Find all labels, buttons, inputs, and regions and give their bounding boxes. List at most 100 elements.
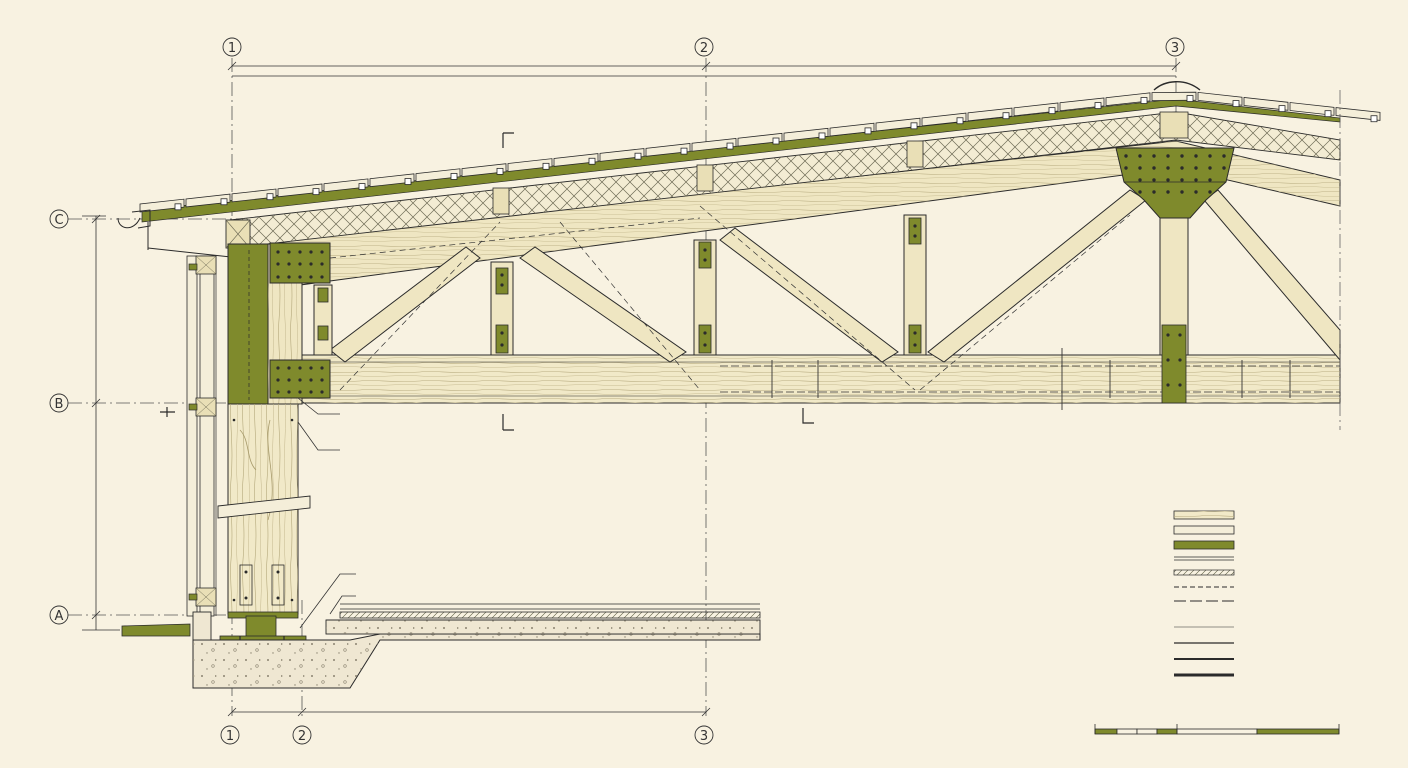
gusset-bolt bbox=[1138, 166, 1142, 170]
gusset-bolt bbox=[1124, 166, 1128, 170]
plate-bolt bbox=[309, 366, 313, 370]
tile-clip bbox=[496, 167, 504, 175]
tile-clip bbox=[818, 132, 826, 140]
roof-tile bbox=[645, 143, 691, 157]
tile-clip bbox=[726, 142, 734, 150]
grid-bubble-top-1: 1 bbox=[222, 37, 242, 57]
bottom-dimension-line bbox=[227, 707, 711, 717]
roof-tile bbox=[737, 132, 783, 147]
tile-clip bbox=[1370, 115, 1378, 123]
tile-clip bbox=[358, 183, 366, 190]
gusset-bolt bbox=[1138, 190, 1142, 194]
exterior-step bbox=[121, 623, 191, 637]
tile-clip bbox=[910, 122, 918, 130]
diagonal-brace bbox=[217, 495, 311, 519]
tile-clip bbox=[956, 117, 964, 125]
left-dimension-line bbox=[82, 214, 120, 631]
gusset-bolt bbox=[1180, 178, 1184, 182]
plate-bolt bbox=[320, 390, 324, 394]
roof-tile bbox=[231, 188, 277, 203]
grid-bubble-left-c: C bbox=[49, 209, 69, 229]
gusset-bolt bbox=[1152, 154, 1156, 158]
timber-column bbox=[217, 403, 311, 615]
roof-tile bbox=[139, 198, 185, 213]
roof-tile bbox=[691, 137, 737, 152]
eave-wall-assembly bbox=[186, 255, 217, 617]
gusset-bolt bbox=[1166, 190, 1170, 194]
floor-build-up bbox=[326, 603, 761, 621]
plate-bolt bbox=[298, 390, 302, 394]
plate-bolt bbox=[298, 250, 302, 254]
plate-bolt bbox=[309, 378, 313, 382]
plate-bolt bbox=[276, 366, 280, 370]
legend-entry-timber-grain bbox=[1173, 510, 1235, 520]
legend bbox=[1173, 510, 1235, 677]
plate-bolt bbox=[276, 262, 280, 266]
roof-tile bbox=[783, 127, 829, 142]
grid-label: 3 bbox=[700, 729, 708, 744]
plate-bolt bbox=[276, 390, 280, 394]
grid-label: 2 bbox=[298, 729, 306, 744]
plate-bolt bbox=[298, 378, 302, 382]
gusset-bolt bbox=[1208, 190, 1212, 194]
grid-bubble-bottom-1: 1 bbox=[220, 725, 240, 745]
tile-clip bbox=[220, 198, 228, 206]
scale-bar bbox=[1094, 724, 1340, 735]
roof-truss bbox=[299, 147, 1341, 410]
grid-label: 1 bbox=[226, 729, 234, 744]
tile-clip bbox=[1324, 110, 1332, 118]
top-dimension-line bbox=[227, 61, 1181, 77]
tile-clip bbox=[1048, 107, 1056, 115]
roof-spacer-blocks bbox=[492, 111, 1189, 215]
plate-bolt bbox=[320, 262, 324, 266]
gusset-bolt bbox=[1152, 166, 1156, 170]
tile-clip bbox=[174, 203, 182, 211]
plate-bolt bbox=[298, 275, 302, 279]
roof-tile bbox=[829, 122, 875, 137]
tile-clip bbox=[542, 162, 550, 170]
tile-clip bbox=[266, 193, 274, 201]
grid-label: B bbox=[55, 397, 64, 412]
gusset-bolt bbox=[1194, 154, 1198, 158]
roof-tiles bbox=[139, 91, 1381, 213]
chord-fasteners bbox=[771, 348, 1291, 410]
gusset-bolt bbox=[1180, 190, 1184, 194]
gusset-bolt bbox=[1194, 190, 1198, 194]
plate-bolt bbox=[309, 250, 313, 254]
grid-bubble-left-a: A bbox=[49, 605, 69, 625]
roof-tile bbox=[921, 112, 967, 127]
plate-bolt bbox=[287, 275, 291, 279]
plate-bolt bbox=[276, 250, 280, 254]
gusset-bolt bbox=[1180, 166, 1184, 170]
plate-bolt bbox=[320, 250, 324, 254]
plate-bolt bbox=[298, 262, 302, 266]
legend-entry-double-line bbox=[1174, 556, 1234, 561]
section-markers bbox=[160, 132, 814, 431]
gusset-bolt bbox=[1152, 178, 1156, 182]
roof-build-up bbox=[139, 81, 1381, 286]
plate-bolt bbox=[320, 378, 324, 382]
tile-clip bbox=[404, 178, 412, 185]
tile-clip bbox=[772, 137, 780, 145]
gusset-bolt bbox=[1166, 166, 1170, 170]
roof-tile bbox=[553, 153, 599, 167]
tile-clip bbox=[1186, 95, 1194, 102]
grid-bubble-left-b: B bbox=[49, 393, 69, 413]
gusset-bolt bbox=[1194, 166, 1198, 170]
roof-tile bbox=[599, 148, 645, 162]
tile-clip bbox=[1140, 97, 1148, 104]
steel-connector-plates bbox=[317, 217, 1187, 404]
plate-bolt bbox=[287, 390, 291, 394]
plate-bolt bbox=[309, 390, 313, 394]
roof-tile bbox=[461, 163, 507, 178]
plate-bolt bbox=[287, 366, 291, 370]
hidden-lines bbox=[329, 205, 1131, 391]
roof-tile bbox=[369, 173, 415, 188]
legend-entry-hatched-band bbox=[1173, 569, 1235, 576]
grid-label: 2 bbox=[700, 41, 708, 56]
grid-bubble-bottom-2: 2 bbox=[292, 725, 312, 745]
plate-bolt bbox=[276, 275, 280, 279]
roof-tile bbox=[1289, 102, 1335, 116]
roof-tile bbox=[323, 178, 369, 193]
